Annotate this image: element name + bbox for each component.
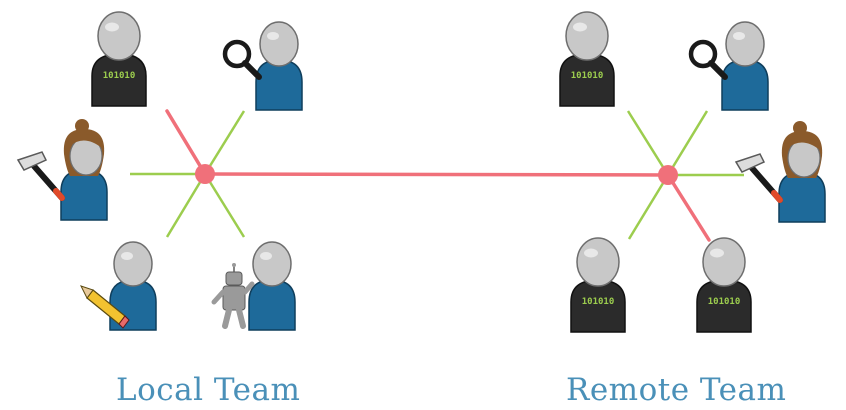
remote-hub-node bbox=[658, 165, 678, 185]
local-spokes bbox=[130, 110, 246, 238]
local-automation bbox=[214, 241, 296, 331]
local-builder bbox=[18, 118, 108, 221]
remote-reviewer bbox=[691, 21, 769, 111]
hammer-icon bbox=[736, 154, 780, 200]
remote-builder bbox=[736, 120, 826, 223]
hammer-icon bbox=[18, 152, 62, 198]
local-reviewer bbox=[225, 21, 303, 111]
badge-code-text: 101010 bbox=[571, 71, 604, 81]
team-bridge-link bbox=[203, 172, 670, 177]
local-hub-node bbox=[195, 164, 215, 184]
local-spoke-automation bbox=[203, 173, 246, 238]
local-dev-link bbox=[165, 109, 207, 176]
local-spoke-writer bbox=[165, 173, 207, 238]
remote-team-label: Remote Team bbox=[566, 372, 787, 408]
robot-icon bbox=[214, 263, 252, 326]
remote-dev-link bbox=[666, 173, 711, 242]
badge-code-text: 101010 bbox=[708, 297, 741, 307]
local-team-label: Local Team bbox=[116, 372, 301, 408]
dev-links bbox=[165, 109, 711, 242]
remote-spoke-reviewer bbox=[666, 110, 709, 176]
remote-developer-3: 101010 bbox=[696, 237, 752, 333]
remote-spokes bbox=[626, 110, 744, 240]
badge-code-text: 101010 bbox=[582, 297, 615, 307]
badge-code-text: 101010 bbox=[103, 71, 136, 81]
magnifier-icon bbox=[691, 42, 725, 77]
remote-developer-2: 101010 bbox=[570, 237, 626, 333]
magnifier-icon bbox=[225, 42, 259, 77]
remote-developer: 101010 bbox=[559, 11, 615, 107]
local-writer bbox=[80, 241, 157, 331]
remote-spoke-developer-2 bbox=[627, 174, 670, 240]
remote-spoke-developer bbox=[626, 110, 670, 176]
local-developer: 101010 bbox=[91, 11, 147, 107]
local-spoke-reviewer bbox=[203, 110, 246, 175]
